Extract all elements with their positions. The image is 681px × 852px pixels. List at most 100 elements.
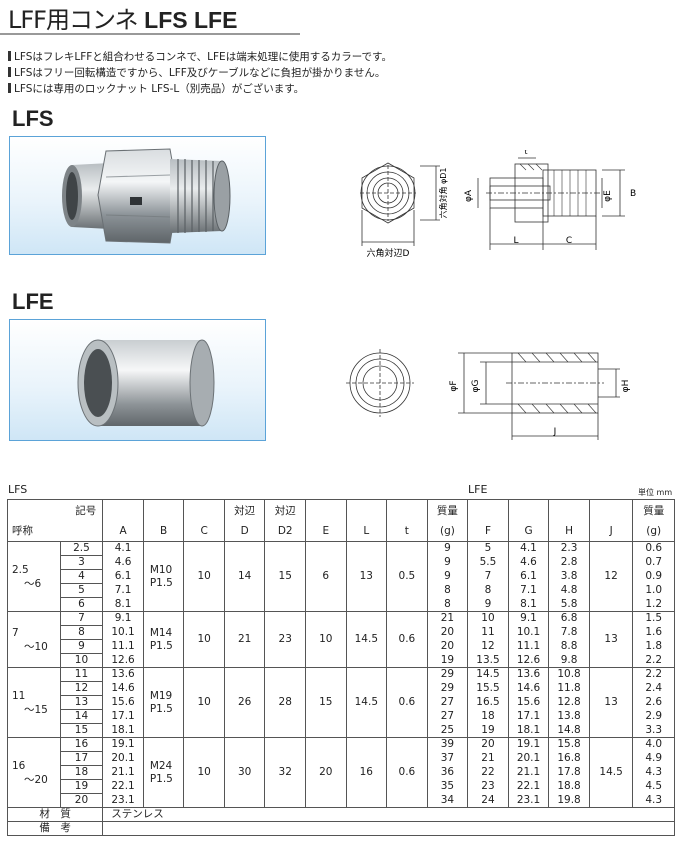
col-e: E	[305, 522, 347, 542]
weight-lfs: 36	[426, 765, 469, 780]
size-cell: 12	[59, 681, 104, 696]
dim-d2: 23	[264, 611, 306, 668]
label-phi-f: φF	[449, 380, 459, 391]
dim-t: 0.6	[386, 667, 428, 738]
dim-g: 4.1	[507, 541, 550, 556]
size-cell: 14	[59, 709, 104, 724]
lfs-fitting-image	[62, 148, 231, 244]
weight-lfe: 2.4	[632, 681, 675, 696]
dim-d: 26	[223, 667, 266, 738]
dim-a: 4.6	[102, 555, 144, 570]
dim-d: 21	[223, 611, 266, 668]
spec-table: 記号 対辺 対辺 質量 質量 呼称 A B C D D2 E L t (	[6, 499, 675, 836]
bullet-item: LFSはフリー回転構造ですから、LFF及びケーブルなどに負担が掛かりません。	[8, 65, 392, 81]
size-cell: 9	[59, 639, 104, 654]
header-row-2: 呼称 A B C D D2 E L t (g) F G H J (g)	[6, 522, 675, 542]
dim-f: 8	[467, 583, 509, 598]
weight-lfe: 4.5	[632, 779, 675, 794]
size-cell: 11	[59, 667, 104, 682]
size-cell: 16	[59, 737, 104, 752]
dim-h: 10.8	[548, 667, 590, 682]
dim-h: 9.8	[548, 653, 590, 668]
label-phi-a: φA	[464, 189, 474, 202]
weight-lfe: 4.0	[632, 737, 675, 752]
dim-g: 4.6	[507, 555, 550, 570]
nominal-range: 2.5～6	[7, 541, 61, 612]
dim-g: 20.1	[507, 751, 550, 766]
weight-lfe: 0.9	[632, 569, 675, 584]
weight-lfs: 29	[426, 667, 469, 682]
dim-f: 24	[467, 793, 509, 808]
size-cell: 19	[59, 779, 104, 794]
material-label: 材 質	[6, 807, 104, 822]
dim-g: 13.6	[507, 667, 550, 682]
dim-h: 4.8	[548, 583, 590, 598]
dim-f: 13.5	[467, 653, 509, 668]
material-row: 材 質ステンレス	[6, 807, 675, 822]
size-cell: 5	[59, 583, 104, 598]
weight-lfs: 19	[426, 653, 469, 668]
dim-f: 20	[467, 737, 509, 752]
dim-g: 21.1	[507, 765, 550, 780]
weight-lfs: 29	[426, 681, 469, 696]
dim-e: 10	[305, 611, 347, 668]
dim-t: 0.5	[386, 541, 428, 612]
dim-a: 18.1	[102, 723, 144, 738]
label-phi-e: φE	[603, 190, 613, 202]
section-title-lfe: LFE	[12, 289, 54, 314]
dim-j: 13	[588, 667, 634, 738]
label-b: B	[630, 189, 636, 199]
weight-lfs: 9	[426, 569, 469, 584]
weight-lfs: 39	[426, 737, 469, 752]
col-t: t	[386, 522, 428, 542]
header-nominal: 呼称	[6, 522, 104, 542]
notes-row: 備 考	[6, 821, 675, 836]
dim-g: 23.1	[507, 793, 550, 808]
dim-f: 5.5	[467, 555, 509, 570]
dim-h: 17.8	[548, 765, 590, 780]
dim-f: 19	[467, 723, 509, 738]
dim-f: 5	[467, 541, 509, 556]
size-cell: 15	[59, 723, 104, 738]
weight-lfe: 2.9	[632, 709, 675, 724]
weight-lfe: 2.2	[632, 667, 675, 682]
col-weight-lfs: (g)	[426, 522, 469, 542]
col-d: D	[223, 522, 266, 542]
label-hex-diag: 六角対角 φD1	[438, 167, 448, 218]
nominal-to: ～15	[24, 703, 48, 716]
table-label-lfs: LFS	[8, 483, 28, 496]
dim-l: 14.5	[345, 667, 388, 738]
size-cell: 17	[59, 751, 104, 766]
dim-a: 8.1	[102, 597, 144, 612]
bullet-square-icon	[8, 51, 11, 61]
col-j: J	[588, 522, 634, 542]
weight-lfs: 9	[426, 555, 469, 570]
dim-f: 18	[467, 709, 509, 724]
dim-c: 10	[183, 737, 225, 808]
dim-f: 23	[467, 779, 509, 794]
dim-a: 14.6	[102, 681, 144, 696]
dim-h: 6.8	[548, 611, 590, 626]
dim-h: 18.8	[548, 779, 590, 794]
dim-g: 17.1	[507, 709, 550, 724]
weight-lfs: 8	[426, 597, 469, 612]
weight-lfe: 3.3	[632, 723, 675, 738]
col-g: G	[507, 522, 550, 542]
weight-lfs: 21	[426, 611, 469, 626]
nominal-range: 7～10	[7, 611, 61, 668]
dim-a: 21.1	[102, 765, 144, 780]
title-models: LFS LFE	[144, 7, 238, 33]
dim-j: 14.5	[588, 737, 634, 808]
weight-lfe: 4.3	[632, 793, 675, 808]
nominal-to: ～10	[24, 640, 48, 653]
bullet-square-icon	[8, 67, 11, 77]
weight-lfe: 2.2	[632, 653, 675, 668]
dim-g: 6.1	[507, 569, 550, 584]
